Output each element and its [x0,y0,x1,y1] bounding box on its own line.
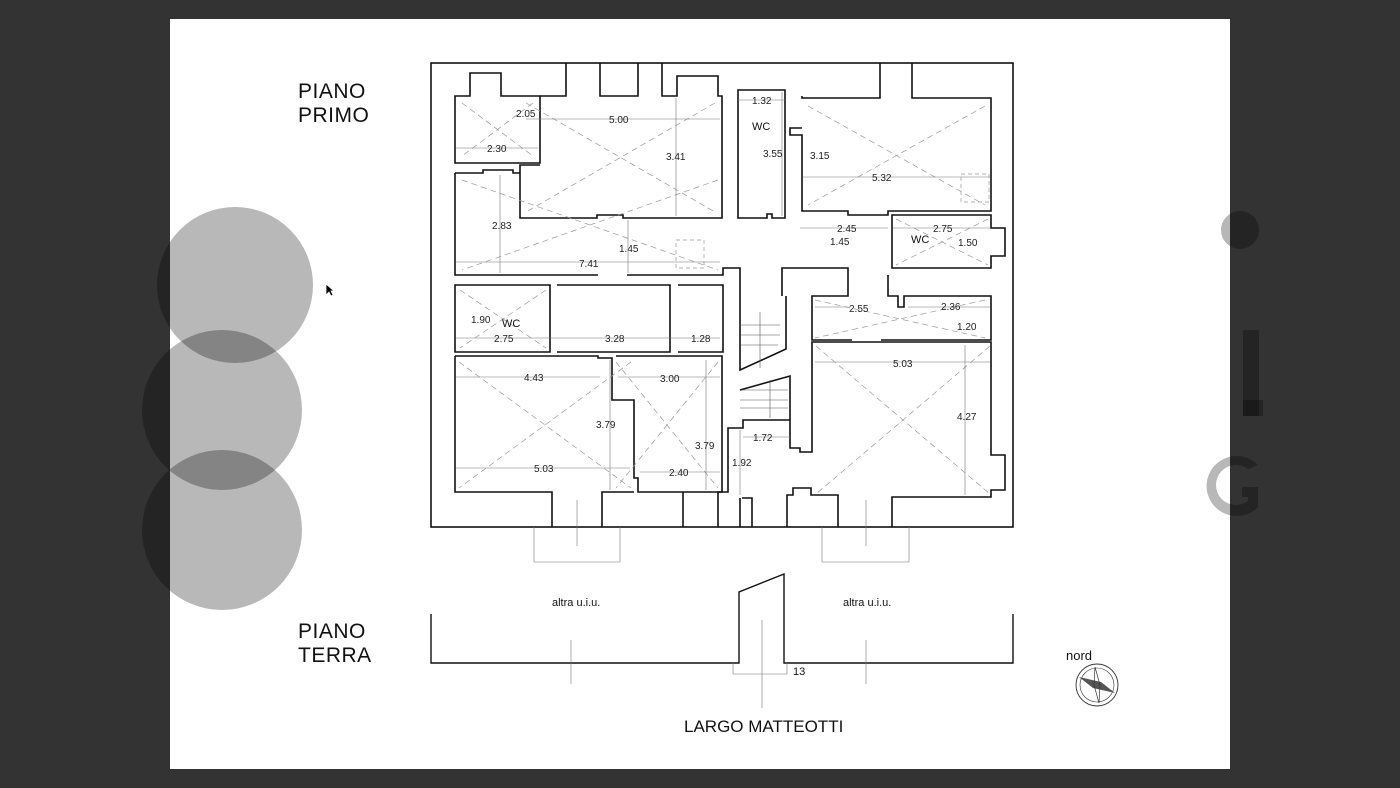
entrance-number: 13 [793,666,805,678]
other-unit-label-left: altra u.i.u. [552,597,600,609]
north-label: nord [1066,648,1092,663]
floor-label-line: PIANO [298,80,366,103]
compass-icon [1075,663,1119,707]
street-name: LARGO MATTEOTTI [684,717,844,736]
dim-label: 2.30 [487,144,507,155]
dim-label: 2.05 [516,109,536,120]
dim-label: 1.20 [957,322,977,333]
room-label-wc: WC [911,234,929,246]
dimension-labels: 2.05 5.00 1.32 3.41 3.55 3.15 5.32 2.30 … [471,96,978,479]
dim-label: 3.79 [695,441,715,452]
dim-label: 3.41 [666,152,686,163]
dim-label: 3.79 [596,420,616,431]
dim-label: 4.43 [524,373,544,384]
dim-label: 2.40 [669,468,689,479]
dim-label: 1.28 [691,334,711,345]
dim-label: 2.83 [492,221,512,232]
dimension-lines [456,92,990,563]
dim-label: 1.90 [471,315,491,326]
dim-label: 7.41 [579,259,599,270]
ceiling-hatching [458,102,991,495]
floor-label-ground: PIANO TERRA [298,620,372,668]
dim-label: 1.32 [752,96,772,107]
dim-label: 3.15 [810,151,830,162]
dim-label: 2.75 [933,224,953,235]
floor-label-line: PIANO [298,620,366,643]
dim-label: 2.75 [494,334,514,345]
room-label-wc: WC [502,318,520,330]
dim-label: 3.55 [763,149,783,160]
dim-label: 1.45 [619,244,639,255]
floor-label-line: PRIMO [298,104,370,127]
dim-label: 2.55 [849,304,869,315]
dim-label: 1.92 [732,458,752,469]
other-unit-label-right: altra u.i.u. [843,597,891,609]
room-label-wc: WC [752,121,770,133]
stairs [740,312,788,418]
exterior-walls [430,62,1014,528]
cursor-icon [325,283,335,297]
floor-label-line: TERRA [298,644,372,667]
ground-floor [430,572,1014,708]
dim-label: 3.28 [605,334,625,345]
dim-label: 5.03 [534,464,554,475]
shaft [675,239,705,269]
dim-label: 1.72 [753,433,773,444]
dim-label: 1.50 [958,238,978,249]
dim-label: 2.36 [941,302,961,313]
dim-label: 5.03 [893,359,913,370]
dim-label: 3.00 [660,374,680,385]
dim-label: 5.00 [609,115,629,126]
dim-label: 1.45 [830,237,850,248]
floor-label-first: PIANO PRIMO [298,80,369,128]
shaft [960,173,990,203]
drawing-sheet [170,19,1230,769]
dim-label: 5.32 [872,173,892,184]
watermark [142,207,1263,610]
dim-label: 4.27 [957,412,977,423]
dim-label: 2.45 [837,224,857,235]
